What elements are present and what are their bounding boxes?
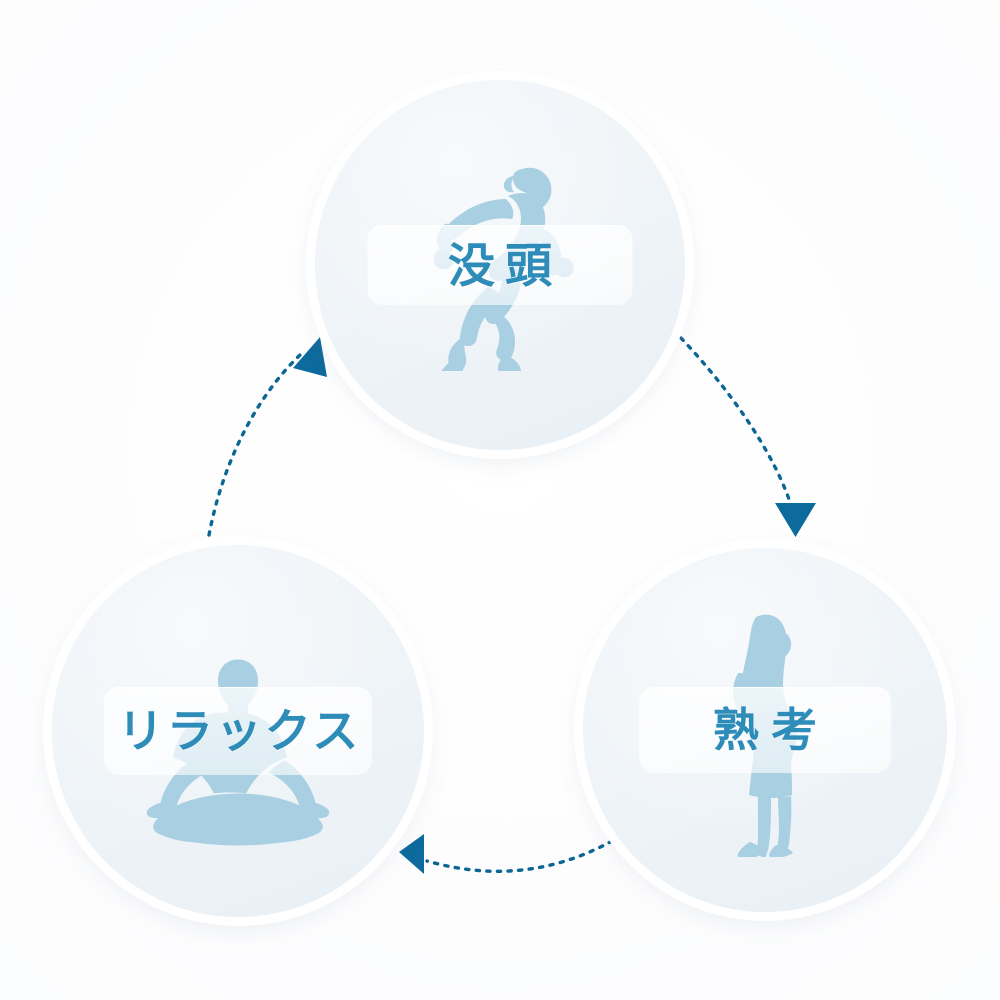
connector-contemplation-to-relax	[399, 834, 614, 874]
connector-immersion-to-contemplation	[679, 336, 816, 537]
connector-relax-to-immersion	[207, 337, 327, 537]
cycle-node-contemplation[interactable]: 熟考	[583, 548, 947, 912]
node-label-contemplation: 熟考	[713, 704, 829, 756]
node-label-relax: リラックス	[117, 705, 362, 757]
cycle-node-immersion[interactable]: 没頭	[315, 80, 685, 450]
node-label-pill-relax: リラックス	[104, 687, 372, 775]
node-label-immersion: 没頭	[448, 238, 562, 292]
node-label-pill-contemplation: 熟考	[639, 687, 891, 773]
node-label-pill-immersion: 没頭	[367, 225, 633, 305]
cycle-node-relax[interactable]: リラックス	[52, 545, 424, 917]
